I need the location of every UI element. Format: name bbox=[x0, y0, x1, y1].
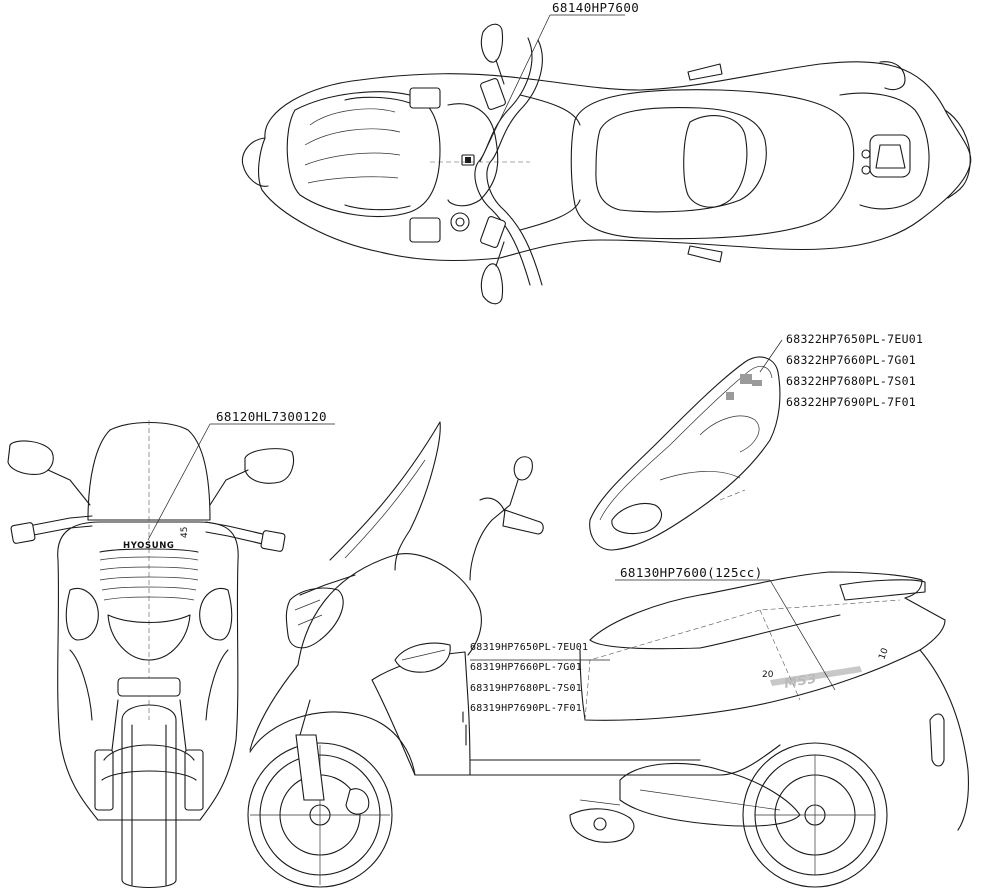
model-logo: MS3 bbox=[783, 671, 818, 691]
seat-part-label: 68130HP7600(125cc) bbox=[620, 565, 763, 580]
side-view: MS3 20 10 68130HP7600(125cc) bbox=[247, 421, 969, 888]
storage-part-label-4: 68322HP7690PL-7F01 bbox=[786, 395, 916, 409]
side-cover-part-label-4: 68319HP7690PL-7F01 bbox=[470, 703, 582, 714]
storage-part-label-1: 68322HP7650PL-7EU01 bbox=[786, 332, 923, 346]
front-brand-label: HYOSUNG bbox=[123, 541, 175, 551]
front-view: HYOSUNG 45 68120HL7300120 bbox=[7, 409, 335, 888]
side-cover-part-label-1: 68319HP7650PL-7EU01 bbox=[470, 642, 588, 653]
top-view-part-label: 68140HP7600 bbox=[552, 0, 639, 15]
top-view: 68140HP7600 bbox=[241, 0, 972, 305]
side-dim-a: 20 bbox=[762, 670, 774, 680]
side-cover-part-label-2: 68319HP7660PL-7G01 bbox=[470, 662, 582, 673]
front-view-part-label: 68120HL7300120 bbox=[216, 409, 327, 424]
storage-part-label-2: 68322HP7660PL-7G01 bbox=[786, 353, 916, 367]
side-dim-b: 10 bbox=[877, 647, 890, 661]
storage-box: 68322HP7650PL-7EU01 68322HP7660PL-7G01 6… bbox=[589, 332, 923, 551]
side-cover-part-label-3: 68319HP7680PL-7S01 bbox=[470, 683, 582, 694]
storage-part-label-3: 68322HP7680PL-7S01 bbox=[786, 374, 916, 388]
windshield-dim-label: 45 bbox=[180, 527, 190, 538]
